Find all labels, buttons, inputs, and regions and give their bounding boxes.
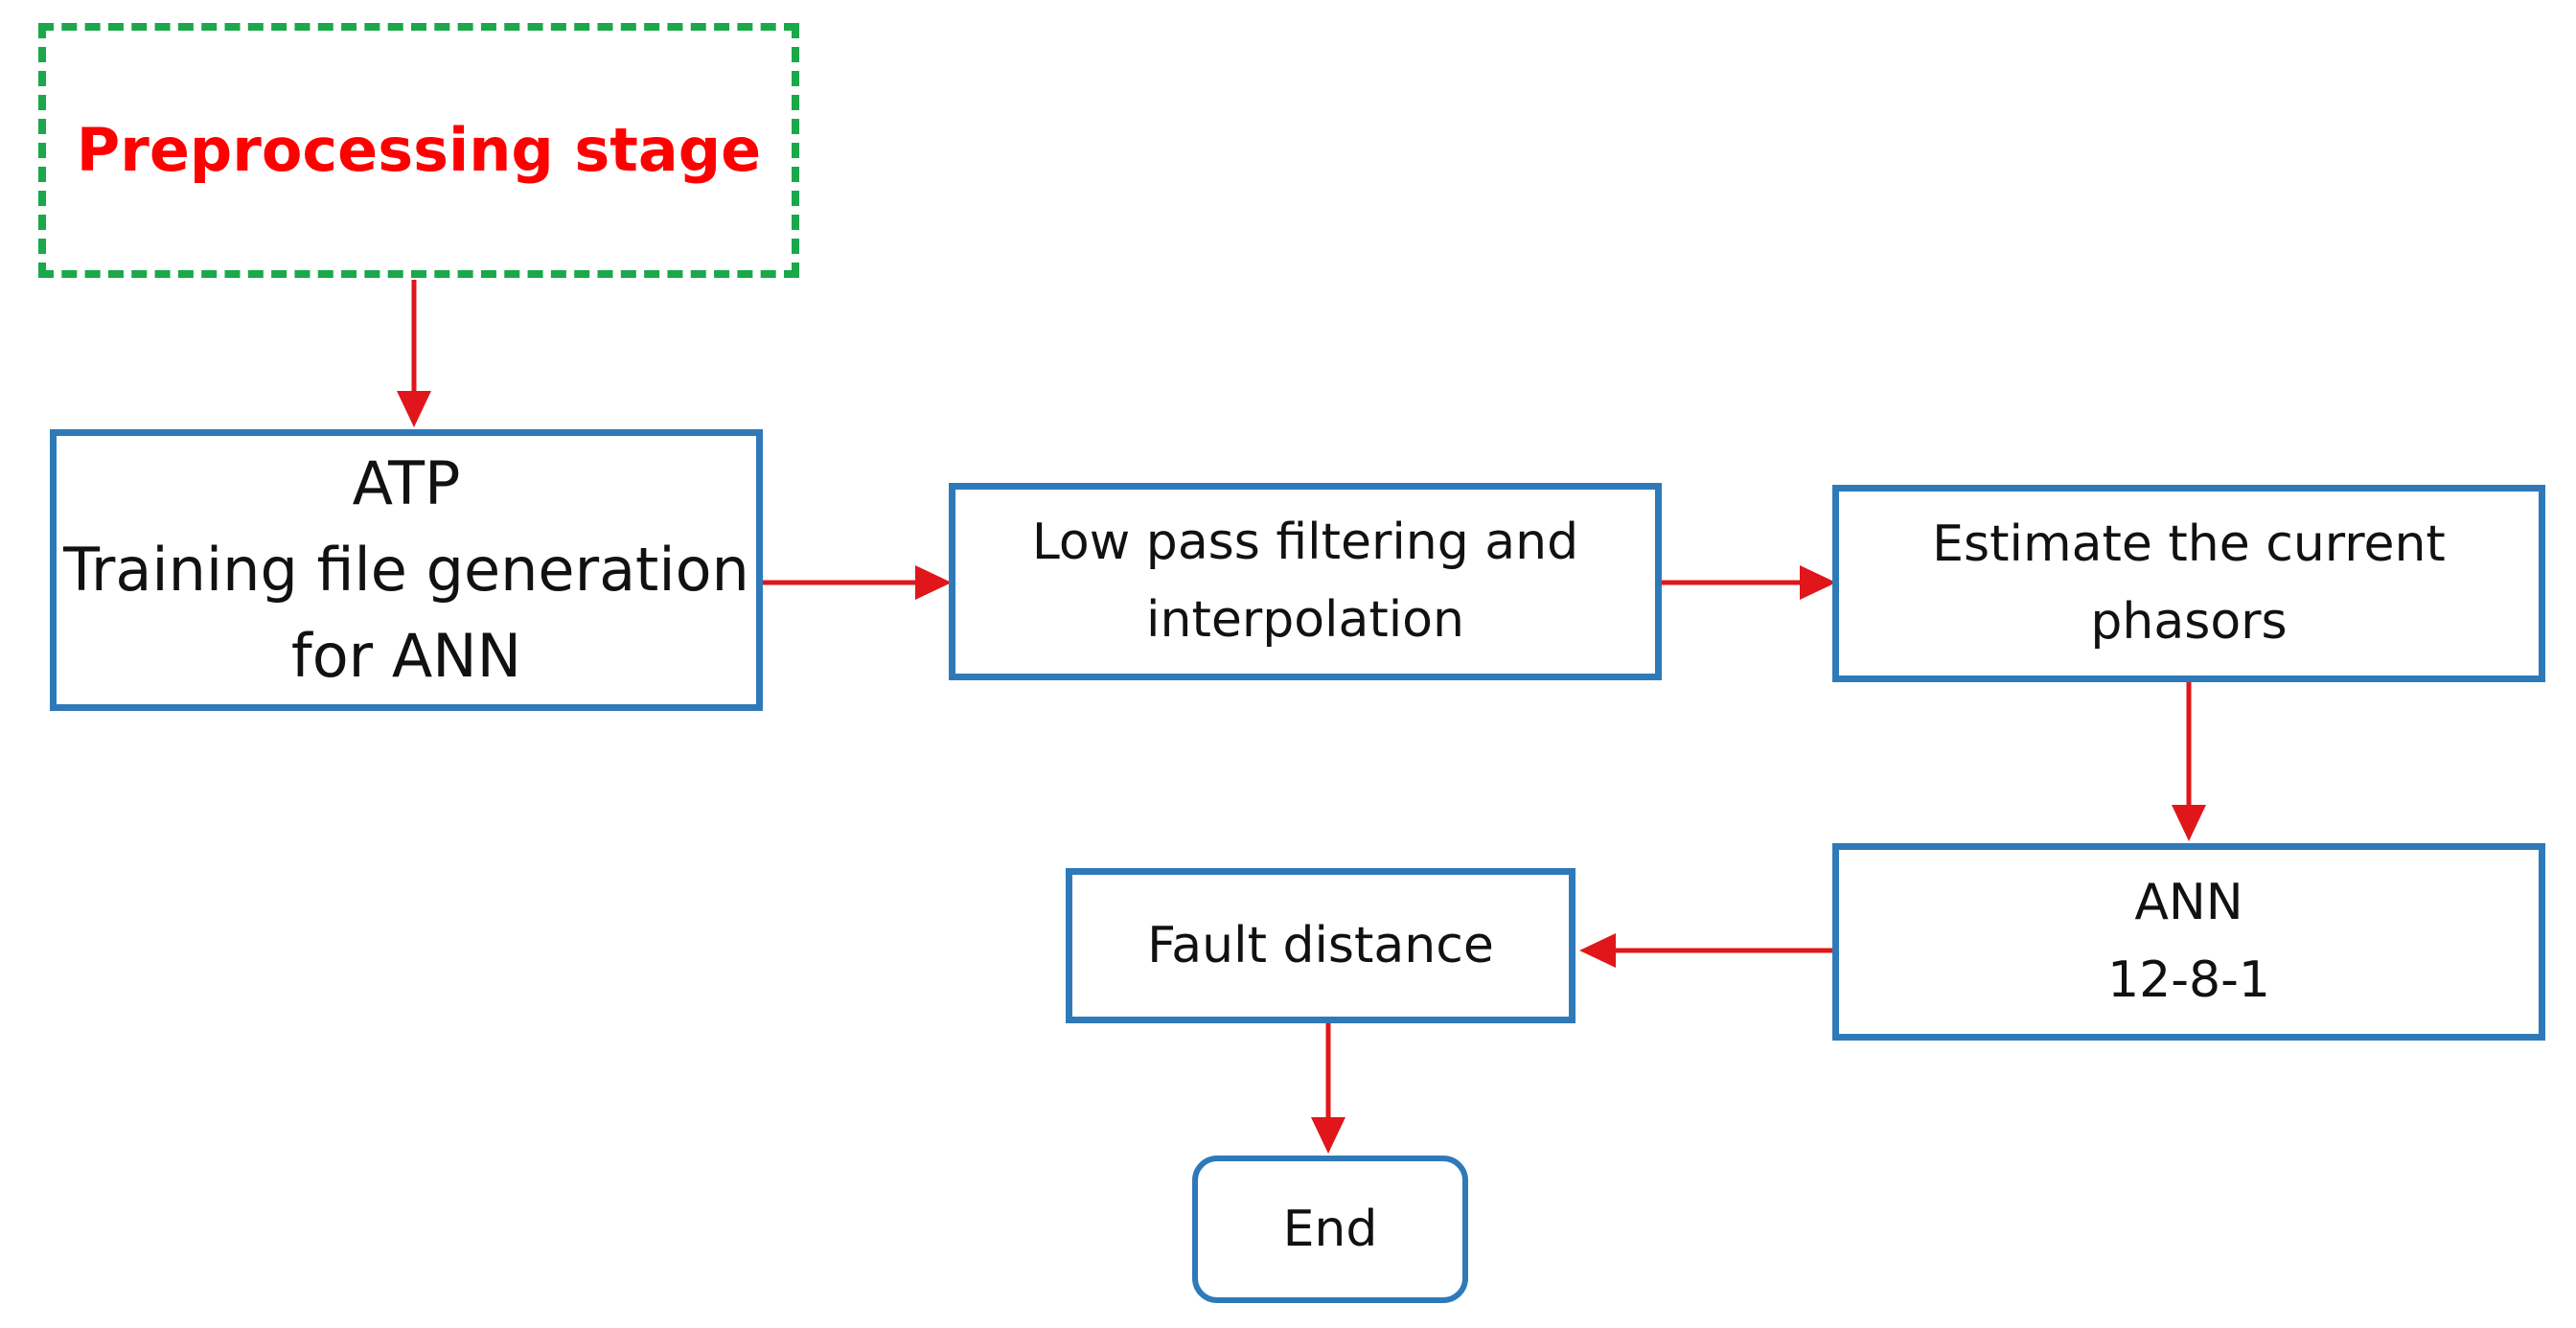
ann-line-1: ANN	[2134, 874, 2243, 932]
preprocessing-stage-box: Preprocessing stage	[38, 23, 799, 278]
arrowhead-fault-to-end	[1311, 1117, 1346, 1154]
lowpass-line-2: interpolation	[1146, 591, 1464, 649]
lowpass-line-1: Low pass filtering and	[1031, 514, 1579, 572]
fault-distance-label: Fault distance	[1147, 916, 1494, 974]
atp-line-1: ATP	[352, 448, 461, 519]
preprocessing-stage-label: Preprocessing stage	[76, 115, 762, 186]
arrowhead-atp-to-lowpass	[915, 565, 952, 600]
end-label: End	[1282, 1200, 1378, 1258]
arrowhead-preprocessing-to-atp	[397, 391, 431, 427]
atp-line-2: Training file generation	[63, 535, 749, 606]
ann-box: ANN 12-8-1	[1832, 843, 2545, 1041]
atp-line-3: for ANN	[290, 620, 522, 691]
ann-line-2: 12-8-1	[2107, 951, 2270, 1009]
fault-distance-box: Fault distance	[1066, 868, 1576, 1023]
arrowhead-lowpass-to-estimate	[1800, 565, 1836, 600]
estimate-line-1: Estimate the current	[1932, 515, 2446, 574]
estimate-line-2: phasors	[2090, 593, 2288, 651]
arrowhead-ann-to-fault	[1579, 933, 1616, 968]
estimate-box: Estimate the current phasors	[1832, 485, 2545, 682]
arrowhead-estimate-to-ann	[2172, 805, 2206, 841]
lowpass-box: Low pass filtering and interpolation	[949, 483, 1662, 680]
end-terminal: End	[1192, 1156, 1468, 1303]
atp-box: ATP Training file generation for ANN	[50, 429, 763, 711]
